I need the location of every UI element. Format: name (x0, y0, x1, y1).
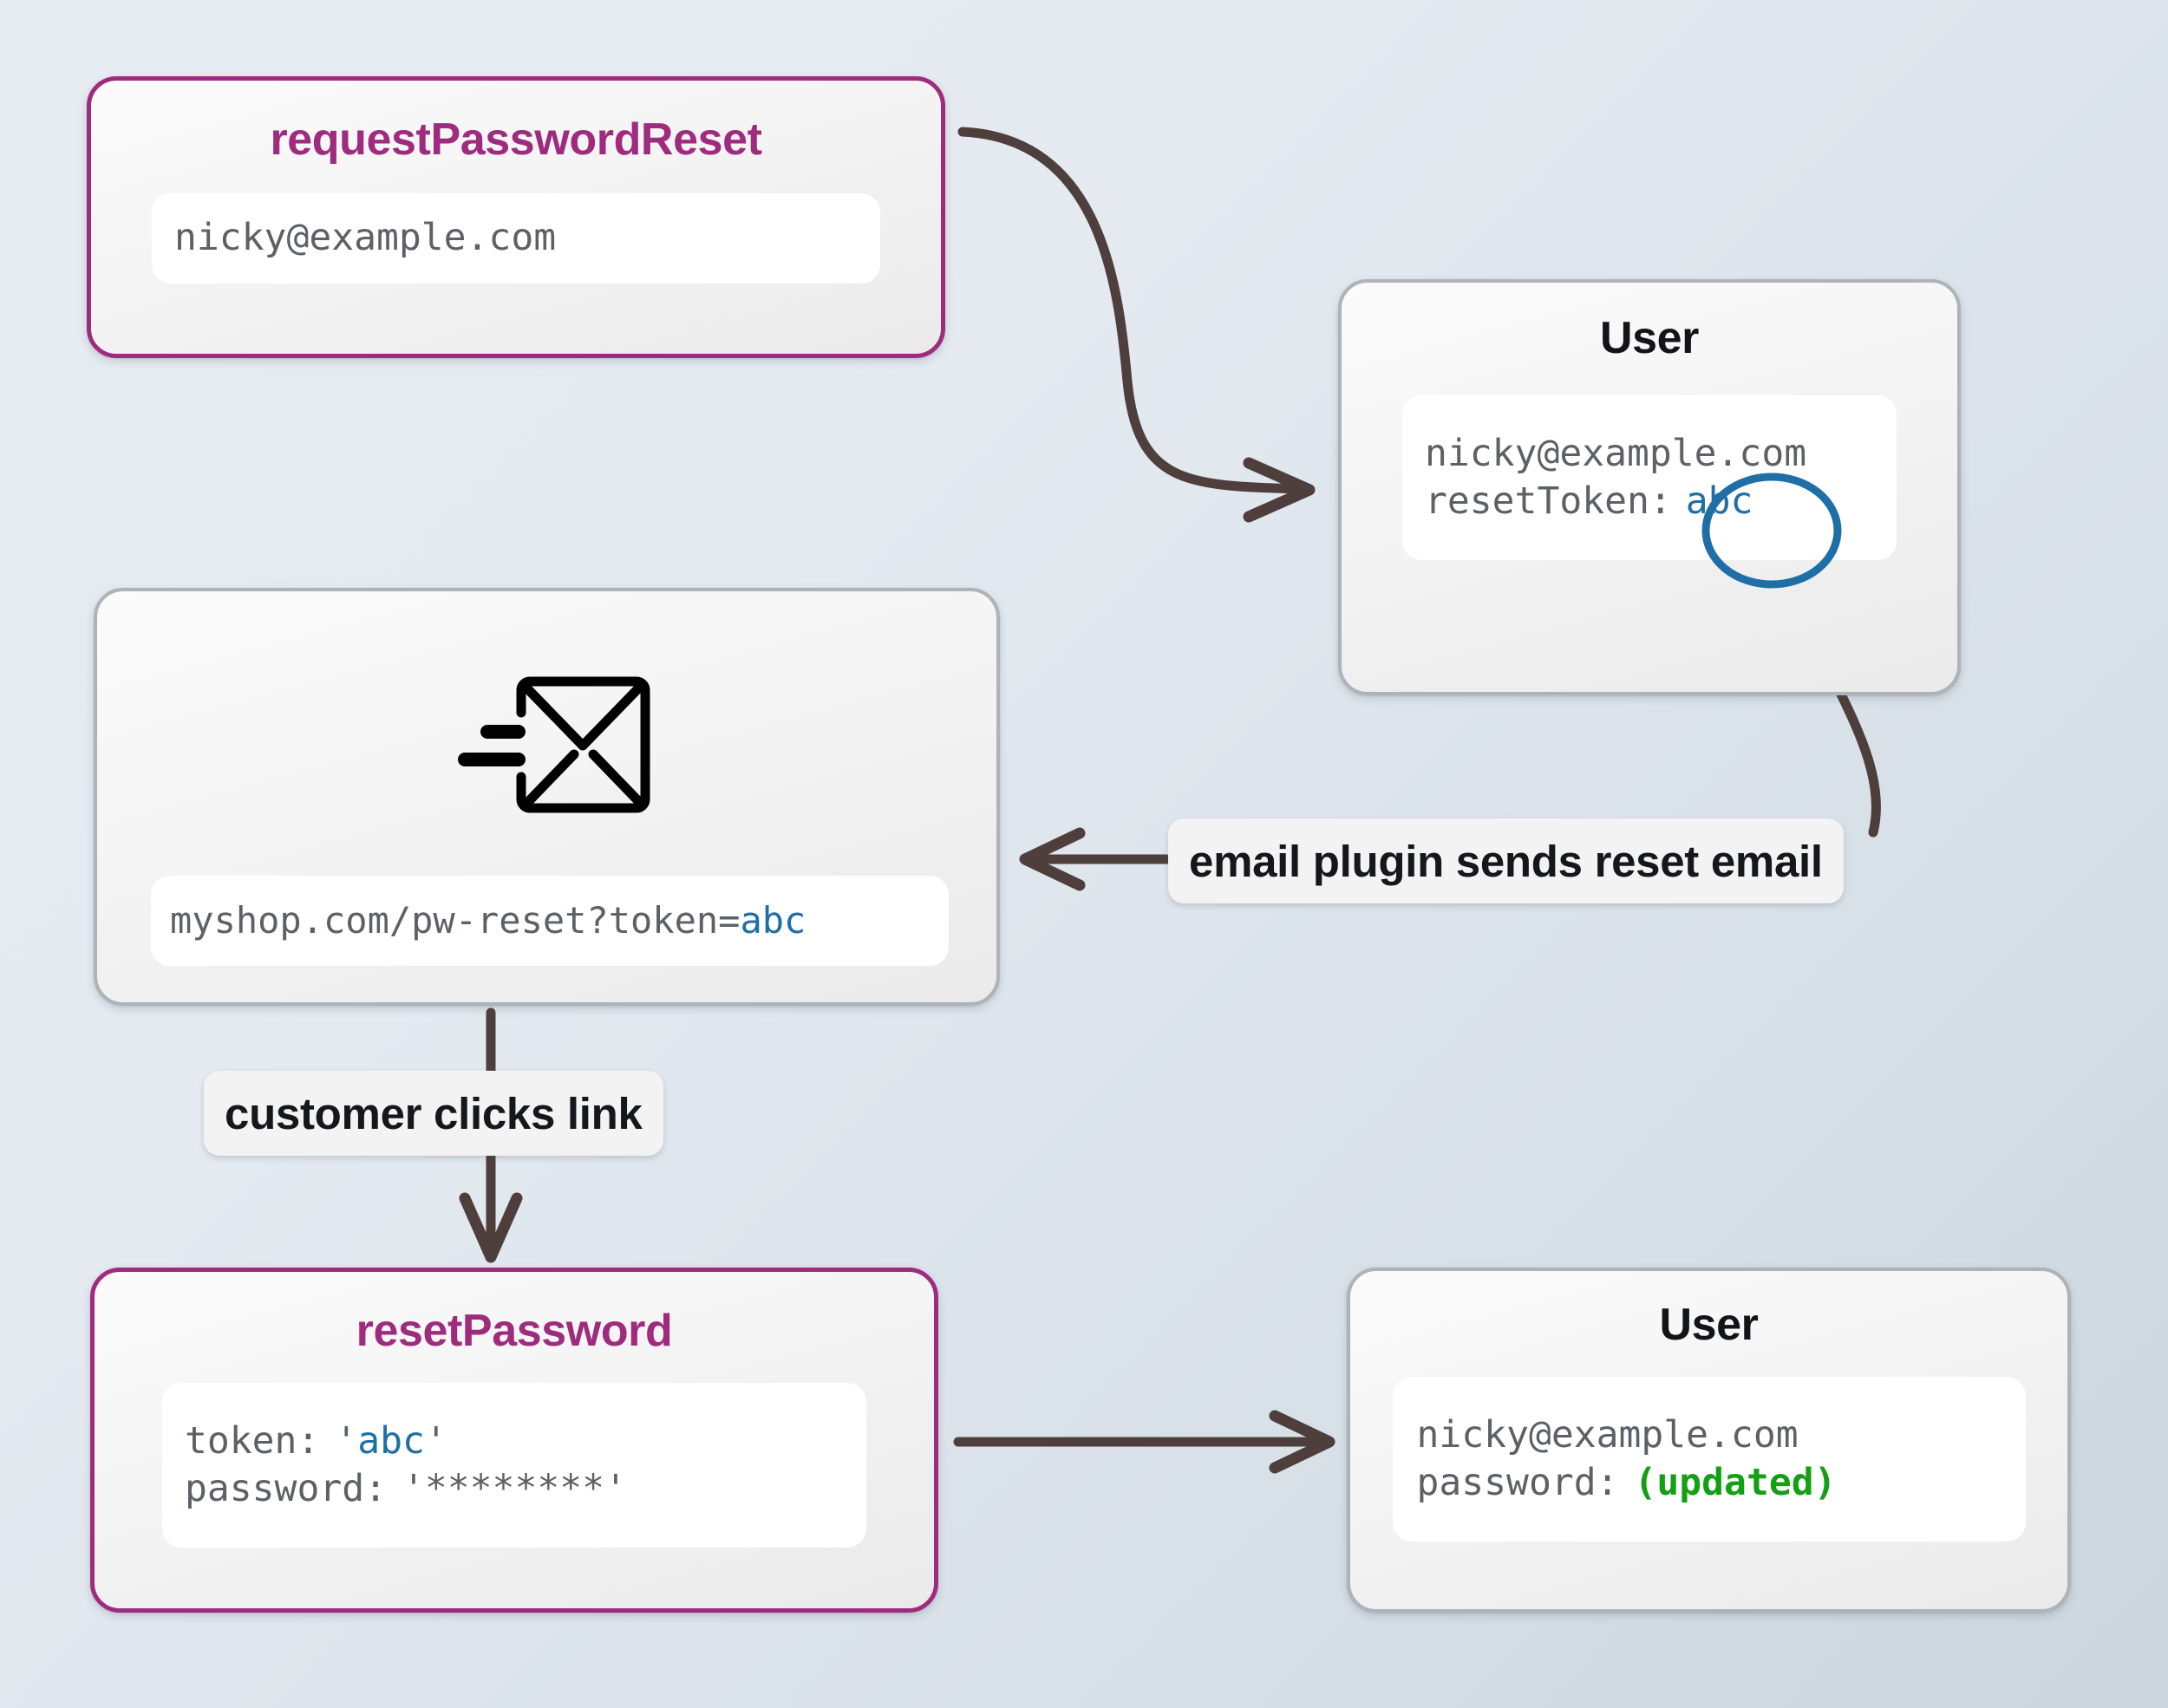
email-url-panel: myshop.com/pw-reset?token=abc (151, 876, 949, 966)
envelope-send-icon (439, 662, 656, 827)
node-title-user-token: User (1599, 313, 1700, 363)
user-updated-password-value: (updated) (1634, 1461, 1837, 1504)
node-title-request-password-reset: requestPasswordReset (270, 114, 762, 165)
reset-password-value: '********' (402, 1467, 627, 1510)
node-user-updated[interactable]: User nicky@example.com password: (updated… (1347, 1268, 2071, 1613)
reset-password-label: password: (185, 1467, 387, 1510)
edge-label-email-plugin-sends-reset-email: email plugin sends reset email (1168, 818, 1844, 903)
edge-label-customer-clicks-link: customer clicks link (204, 1071, 663, 1156)
user-updated-password-label: password: (1416, 1461, 1619, 1504)
reset-password-token-value: abc (357, 1418, 425, 1463)
request-email-panel: nicky@example.com (152, 193, 880, 284)
node-title-user-updated: User (1659, 1300, 1759, 1350)
node-title-reset-password: resetPassword (356, 1306, 673, 1356)
email-url-row: myshop.com/pw-reset?token=abc (170, 897, 930, 944)
user-token-row: resetToken: abc (1425, 478, 1874, 525)
user-updated-panel: nicky@example.com password: (updated) (1392, 1377, 2026, 1542)
reset-token-row: token: 'abc' (185, 1418, 844, 1465)
node-reset-password[interactable]: resetPassword token: 'abc' password: '****… (90, 1268, 938, 1613)
email-url-prefix: myshop.com/pw-reset?token= (170, 899, 741, 942)
reset-token-label: resetToken: (1425, 479, 1672, 523)
node-user-with-token[interactable]: User nicky@example.com resetToken: abc (1338, 279, 1961, 695)
node-email-message[interactable]: myshop.com/pw-reset?token=abc (94, 588, 1000, 1006)
user-token-panel: nicky@example.com resetToken: abc (1402, 395, 1897, 560)
edge-reset-to-user-updated (953, 1410, 1335, 1474)
reset-password-row: password: '********' (185, 1465, 844, 1513)
reset-token-value: abc (1685, 479, 1753, 523)
user-token-email: nicky@example.com (1425, 431, 1807, 475)
email-url-token: abc (740, 899, 806, 942)
reset-password-panel: token: 'abc' password: '********' (162, 1383, 866, 1548)
user-updated-password-row: password: (updated) (1417, 1459, 2001, 1507)
node-request-password-reset[interactable]: requestPasswordReset nicky@example.com (87, 76, 945, 358)
edge-request-to-user (957, 127, 1316, 523)
request-email-value: nicky@example.com (174, 216, 557, 260)
user-updated-email: nicky@example.com (1416, 1412, 1799, 1457)
edge-plugin-to-message (1019, 827, 1172, 891)
reset-token-close-quote: ' (424, 1418, 447, 1463)
reset-token-open-quote: ' (335, 1418, 358, 1463)
reset-password-token-label: token: (185, 1418, 320, 1463)
